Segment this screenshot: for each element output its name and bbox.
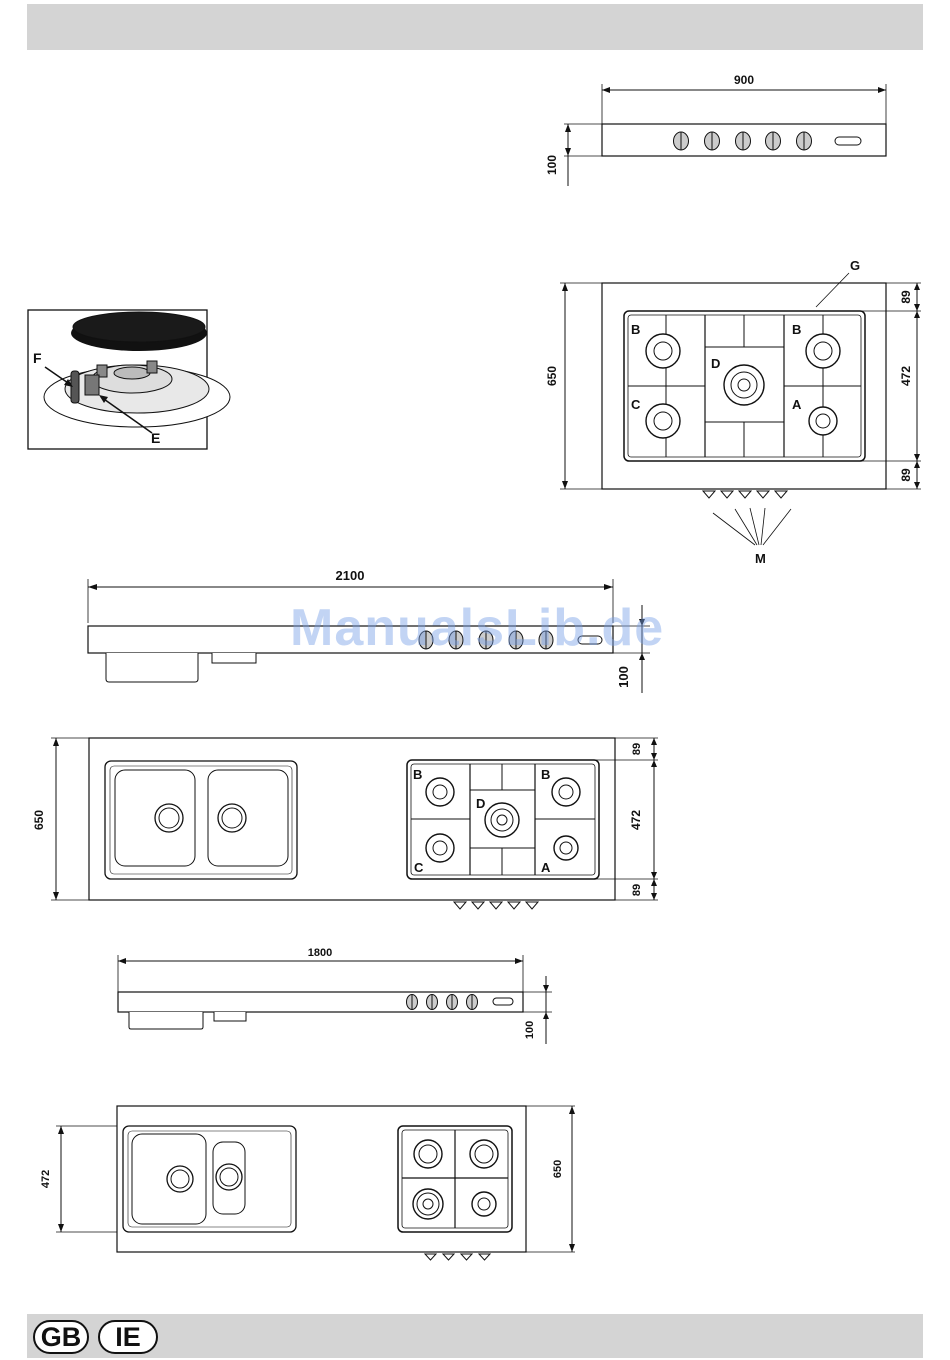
double-sink-icon <box>105 761 297 879</box>
hob-depth-label: 650 <box>545 366 559 386</box>
burner-d-icon <box>485 803 519 837</box>
burner-label-b-left: B <box>413 767 422 782</box>
hob-height-label: 100 <box>545 155 559 175</box>
burner-c-icon <box>426 834 454 862</box>
burner-detail-figure: F E <box>27 309 209 451</box>
burner-label-b-left: B <box>631 322 640 337</box>
burner-label-b-right: B <box>541 767 550 782</box>
control-knob <box>449 631 463 649</box>
control-knob <box>447 995 458 1010</box>
worktop-2100-side-view: 2100 100 <box>80 565 670 695</box>
burner-b-right-icon <box>806 334 840 368</box>
control-knob <box>797 132 812 150</box>
burner-label-c: C <box>631 397 641 412</box>
worktop-2100-top-view: 650 B B D C A 89 472 89 <box>30 730 670 910</box>
callout-m: M <box>755 551 766 566</box>
burner-label-c: C <box>414 860 424 875</box>
control-knob <box>766 132 781 150</box>
burner-label-a: A <box>541 860 551 875</box>
burner-icon <box>413 1189 443 1219</box>
burner-a-icon <box>809 407 837 435</box>
burner-label-b-right: B <box>792 322 801 337</box>
worktop-1800-width-label: 1800 <box>308 947 332 959</box>
burner-label-a: A <box>792 397 802 412</box>
control-knob <box>479 631 493 649</box>
language-badge-ie: IE <box>98 1320 158 1354</box>
brand-badge-icon <box>835 137 861 145</box>
worktop-1800-height-label: 100 <box>524 1021 536 1039</box>
worktop-1800-side-view: 1800 100 <box>110 942 560 1046</box>
worktop-2100-depth-label: 650 <box>32 810 46 830</box>
knob-feet-row <box>425 1254 490 1260</box>
brand-badge-icon <box>578 636 602 644</box>
burner-d-icon <box>724 365 764 405</box>
burner-icon <box>414 1140 442 1168</box>
burner-a-icon <box>554 836 578 860</box>
knob-feet-row <box>454 902 538 909</box>
callout-f: F <box>33 350 42 366</box>
language-badge-gb: GB <box>33 1320 89 1354</box>
burner-b-left-icon <box>426 778 454 806</box>
control-knob <box>419 631 433 649</box>
burner-label-d: D <box>476 796 485 811</box>
grid-depth-label: 472 <box>899 366 913 386</box>
footer-band <box>27 1314 923 1358</box>
hob-top-view: 650 89 472 89 G B B D C A <box>545 255 925 575</box>
margin-top-label: 89 <box>899 290 913 304</box>
sink-with-drainer-icon <box>123 1126 296 1232</box>
margin-bottom-label: 89 <box>899 468 913 482</box>
control-knob <box>736 132 751 150</box>
margin-bottom-label: 89 <box>631 884 643 896</box>
burner-icon <box>470 1140 498 1168</box>
control-knob <box>509 631 523 649</box>
margin-top-label: 89 <box>631 743 643 755</box>
control-knob <box>705 132 720 150</box>
burner-label-d: D <box>711 356 720 371</box>
header-band <box>27 4 923 50</box>
control-knob <box>407 995 418 1010</box>
control-knob <box>674 132 689 150</box>
knob-feet-row <box>703 491 787 498</box>
burner-b-right-icon <box>552 778 580 806</box>
callout-g: G <box>850 258 860 273</box>
hob-side-view: 900 100 <box>540 68 900 188</box>
grid-depth-label: 472 <box>629 810 643 830</box>
control-knob <box>539 631 553 649</box>
control-knob <box>467 995 478 1010</box>
callout-e: E <box>151 430 160 446</box>
brand-badge-icon <box>493 998 513 1005</box>
worktop-1800-depth-label: 650 <box>552 1160 564 1178</box>
burner-c-icon <box>646 404 680 438</box>
burner-icon <box>472 1192 496 1216</box>
control-knob <box>427 995 438 1010</box>
burner-b-left-icon <box>646 334 680 368</box>
worktop-2100-height-label: 100 <box>616 666 631 688</box>
worktop-2100-width-label: 2100 <box>336 568 365 583</box>
worktop-1800-inner-depth-label: 472 <box>40 1170 52 1188</box>
hob-width-label: 900 <box>734 73 754 87</box>
worktop-1800-top-view: 472 650 <box>35 1100 585 1270</box>
